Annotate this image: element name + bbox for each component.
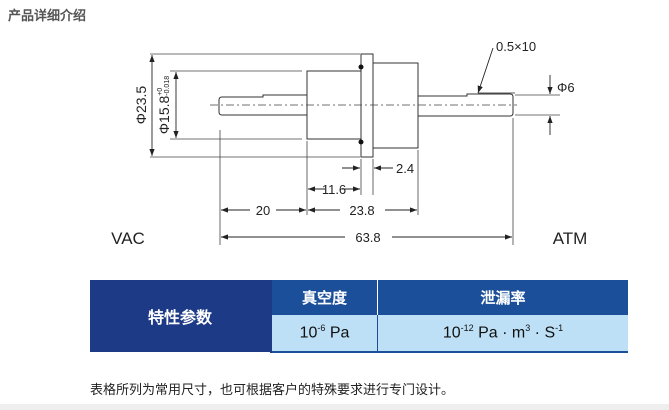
footnote: 表格所列为常用尺寸，也可根据客户的特殊要求进行专门设计。 [90,383,455,398]
dim-body-len: 11.6 [322,182,346,197]
right-pin [417,93,514,117]
section-title: 产品详细介绍 [8,9,87,24]
dim-thread: 0.5×10 [496,39,536,54]
dim-flange-dia: Φ23.5 [133,86,149,125]
col-header-vacuum: 真空度 [270,280,378,315]
o-ring-top [358,64,364,70]
dim-body-dia: Φ15.8+0-0.018 [156,76,172,134]
leak-value: 10-12 Pa · m3 · S-1 [376,315,628,353]
dim-left-pin: 20 [256,203,270,218]
spec-table: 特性参数 真空度 泄漏率 10-6 Pa 10-12 Pa · m3 · S-1 [90,280,628,353]
label-vac: VAC [111,229,145,248]
label-atm: ATM [553,229,588,248]
row-header: 特性参数 [90,280,272,352]
dim-pin-dia: Φ6 [557,80,575,95]
vacuum-value: 10-6 Pa [270,315,378,353]
bottom-divider [0,404,669,410]
thread-leader [477,47,494,94]
dim-flange-thk: 2.4 [396,161,414,176]
o-ring-bottom [358,139,364,145]
dim-mid: 23.8 [349,203,374,218]
feedthrough-drawing: Φ23.5 Φ15.8+0-0.018 0.5×10 Φ6 2.4 11.6 2… [111,39,588,248]
col-header-leak: 泄漏率 [376,280,628,315]
dim-total: 63.8 [355,230,380,245]
right-body [372,62,419,149]
